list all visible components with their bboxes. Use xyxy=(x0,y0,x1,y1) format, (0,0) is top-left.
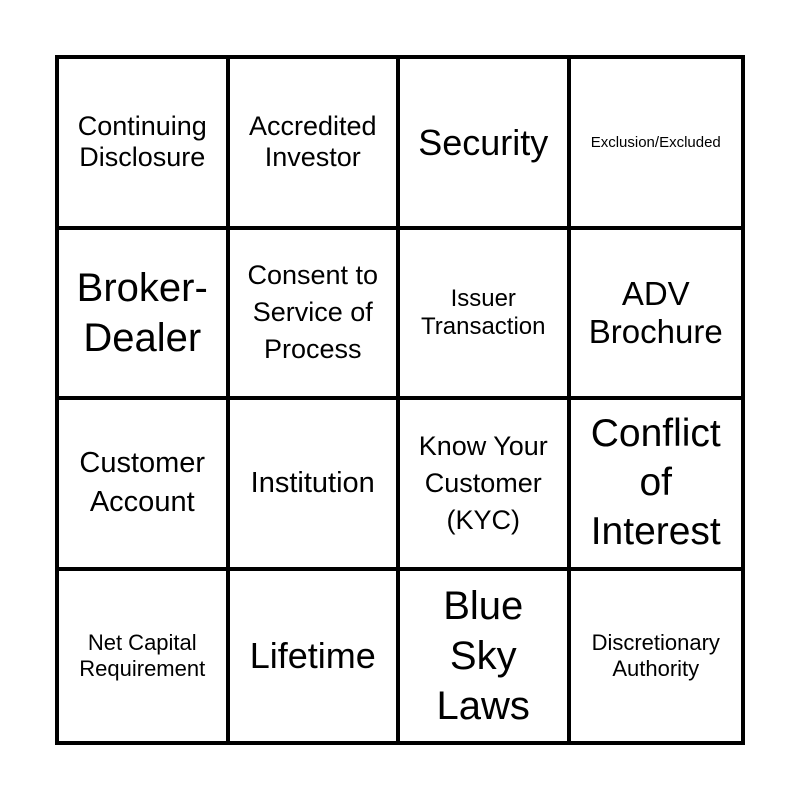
bingo-cell[interactable]: Conflict of Interest xyxy=(570,400,741,571)
bingo-cell[interactable]: Discretionary Authority xyxy=(571,571,742,742)
bingo-cell[interactable]: Net Capital Requirement xyxy=(59,570,230,741)
cell-label: Continuing Disclosure xyxy=(77,111,207,173)
cell-label: Broker-Dealer xyxy=(76,265,208,360)
cell-label: Lifetime xyxy=(249,635,376,677)
cell-label: Blue Sky Laws xyxy=(436,583,530,728)
cell-label: Net Capital Requirement xyxy=(79,630,206,681)
bingo-cell[interactable]: Issuer Transaction xyxy=(400,229,571,400)
bingo-cell[interactable]: Accredited Investor xyxy=(229,59,400,230)
cell-label: Security xyxy=(418,121,549,163)
cell-label: ADV Brochure xyxy=(588,274,723,350)
bingo-cell[interactable]: Consent to Service of Process xyxy=(229,229,400,400)
cell-label: Consent to Service of Process xyxy=(247,260,379,365)
bingo-cell[interactable]: Broker-Dealer xyxy=(59,229,230,400)
bingo-cell[interactable]: Customer Account xyxy=(59,400,230,571)
cell-label: Discretionary Authority xyxy=(591,630,720,681)
bingo-cell[interactable]: Exclusion/Excluded xyxy=(570,59,741,230)
bingo-cell[interactable]: Continuing Disclosure xyxy=(59,59,230,230)
cell-label: Issuer Transaction xyxy=(421,285,546,340)
bingo-cell[interactable]: Blue Sky Laws xyxy=(400,570,571,741)
cell-label: Conflict of Interest xyxy=(590,412,721,553)
bingo-cell[interactable]: Institution xyxy=(229,400,400,571)
cell-label: Accredited Investor xyxy=(248,111,377,173)
cell-label: Institution xyxy=(250,466,375,499)
cell-label: Exclusion/Excluded xyxy=(590,133,721,151)
cell-label: Know Your Customer (KYC) xyxy=(418,430,548,535)
bingo-cell[interactable]: Security xyxy=(400,59,571,230)
bingo-cell[interactable]: Lifetime xyxy=(230,570,400,741)
bingo-cell[interactable]: Know Your Customer (KYC) xyxy=(400,400,571,571)
bingo-cell[interactable]: ADV Brochure xyxy=(570,230,741,400)
bingo-board: Continuing Disclosure Accredited Investo… xyxy=(55,55,745,745)
cell-label: Customer Account xyxy=(79,447,206,519)
